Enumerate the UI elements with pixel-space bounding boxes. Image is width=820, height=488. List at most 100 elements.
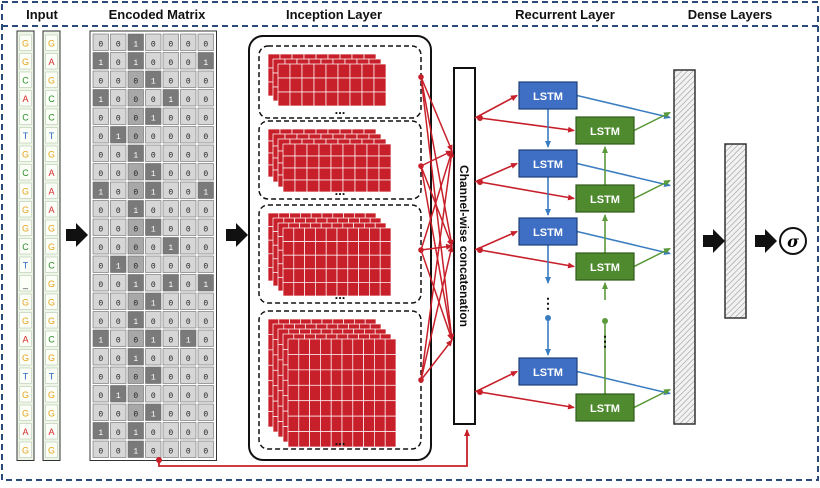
matrix-cell <box>92 89 109 107</box>
feature-map-cell <box>342 143 356 157</box>
matrix-value: 0 <box>116 170 121 179</box>
matrix-value: 1 <box>133 41 138 50</box>
matrix-value: 0 <box>116 374 121 383</box>
base-cell-a <box>19 219 32 236</box>
inception-branch-box <box>258 120 422 200</box>
matrix-cell <box>162 33 179 51</box>
branch-to-concat-arrow <box>420 150 453 167</box>
matrix-cell <box>127 403 144 421</box>
feature-map-cell <box>354 155 368 169</box>
matrix-value: 0 <box>133 133 138 142</box>
matrix-cell <box>162 440 179 458</box>
feature-map-cell <box>282 241 295 256</box>
base-cell-b <box>45 293 58 310</box>
matrix-value: 0 <box>168 226 173 235</box>
matrix-cell <box>197 144 214 162</box>
feature-map-cell <box>293 241 305 256</box>
branch-to-concat-arrow <box>420 245 454 381</box>
matrix-cell <box>180 385 197 403</box>
feature-map-cell <box>306 179 320 193</box>
matrix-cell <box>162 200 179 218</box>
matrix-value: 0 <box>151 207 156 216</box>
matrix-value: 0 <box>168 411 173 420</box>
feature-map-cell <box>301 77 315 93</box>
base-cell-b <box>45 441 58 458</box>
feature-map-cell <box>341 354 354 371</box>
matrix-value: 0 <box>116 59 121 68</box>
feature-map-cell <box>374 354 386 371</box>
matrix-value: 1 <box>151 115 156 124</box>
matrix-value: 0 <box>151 318 156 327</box>
matrix-value: 0 <box>116 318 121 327</box>
matrix-value: 0 <box>133 411 138 420</box>
base-letter-b: G <box>48 298 55 308</box>
matrix-cell <box>180 33 197 51</box>
feature-map-cell <box>282 155 296 169</box>
feature-map-cell <box>325 227 338 242</box>
matrix-value: 0 <box>98 244 103 253</box>
base-letter-a: G <box>22 390 29 400</box>
base-cell-a <box>19 386 32 403</box>
feature-map-cell <box>341 384 354 402</box>
base-letter-b: G <box>48 242 55 252</box>
matrix-value: 0 <box>116 115 121 124</box>
feature-map-cell <box>309 431 321 448</box>
matrix-value: 1 <box>151 170 156 179</box>
matrix-value: 1 <box>116 263 121 272</box>
feature-map-cell <box>320 415 332 432</box>
matrix-value: 0 <box>98 133 103 142</box>
matrix-cell <box>162 107 179 125</box>
matrix-value: 1 <box>168 244 173 253</box>
base-letter-a: G <box>22 353 29 363</box>
feature-map-cell <box>282 254 295 270</box>
feature-map-cell <box>363 384 375 402</box>
feature-map-cell <box>337 77 351 93</box>
matrix-value: 0 <box>116 152 121 161</box>
feature-map-cell <box>309 369 321 386</box>
branch-to-concat-arrow <box>420 150 455 381</box>
base-letter-a: A <box>22 335 28 345</box>
matrix-cell <box>92 237 109 255</box>
matrix-value: 0 <box>203 244 208 253</box>
base-letter-a: G <box>22 57 29 67</box>
matrix-value: 1 <box>168 96 173 105</box>
matrix-value: 1 <box>203 59 208 68</box>
matrix-value: 0 <box>151 244 156 253</box>
matrix-value: 0 <box>168 448 173 457</box>
matrix-cell <box>127 144 144 162</box>
base-letter-b: G <box>48 150 55 160</box>
feature-map-cell <box>289 77 303 93</box>
header-dense-layers: Dense Layers <box>688 7 773 22</box>
matrix-value: 0 <box>98 448 103 457</box>
concat-to-lstm-backward-arrow <box>479 249 575 269</box>
feature-map-cell <box>330 384 343 402</box>
feature-map-cell <box>352 338 364 355</box>
matrix-cell <box>197 422 214 440</box>
matrix-value: 0 <box>133 337 138 346</box>
matrix-value: 0 <box>186 189 191 198</box>
base-letter-a: G <box>22 150 29 160</box>
branch-to-concat-arrow <box>420 76 453 152</box>
base-cell-b <box>45 108 58 125</box>
matrix-cell <box>145 218 162 236</box>
matrix-cell <box>145 348 162 366</box>
matrix-cell <box>92 107 109 125</box>
matrix-value: 0 <box>203 355 208 364</box>
matrix-cell <box>180 126 197 144</box>
base-cell-b <box>45 349 58 366</box>
lstm-backward-ellipsis: ⋮ <box>598 333 612 349</box>
matrix-value: 0 <box>203 318 208 327</box>
matrix-cell <box>180 52 197 70</box>
matrix-value: 0 <box>186 78 191 87</box>
matrix-value: 0 <box>116 244 121 253</box>
matrix-cell <box>162 348 179 366</box>
concat-to-lstm-forward-arrow <box>474 94 518 119</box>
matrix-cell <box>197 163 214 181</box>
matrix-value: 0 <box>203 411 208 420</box>
matrix-cell <box>92 163 109 181</box>
feature-map-cell <box>366 143 380 157</box>
feature-map-cell <box>325 241 338 256</box>
base-letter-a: G <box>22 409 29 419</box>
matrix-cell <box>197 440 214 458</box>
